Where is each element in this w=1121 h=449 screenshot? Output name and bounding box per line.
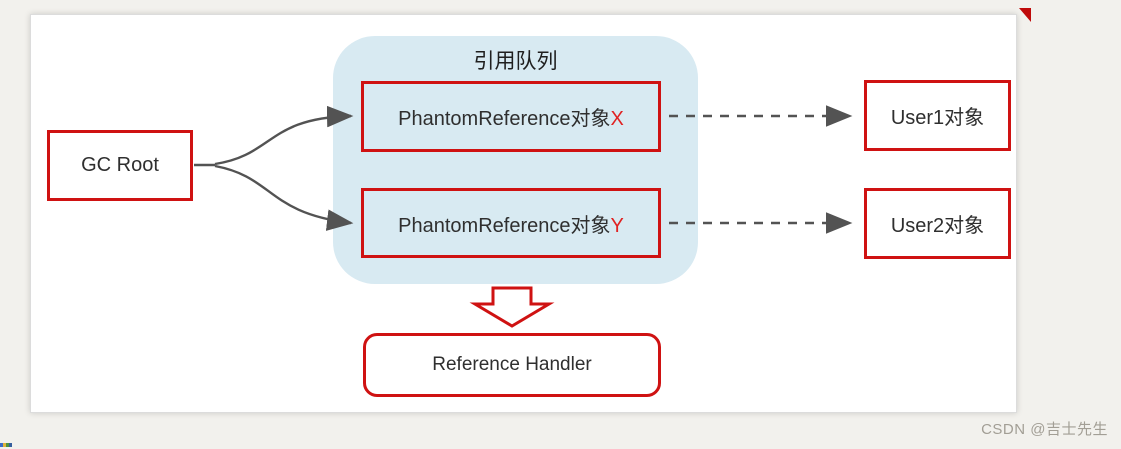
phantom-x-label-suffix: X: [610, 108, 624, 130]
phantom-reference-y-box: PhantomReference对象Y: [361, 188, 661, 258]
reference-queue-container: 引用队列: [333, 36, 698, 284]
user1-object-label: User1对象: [890, 107, 985, 129]
gc-root-box: GC Root: [47, 130, 193, 201]
phantom-y-label-main: PhantomReference对象: [398, 214, 611, 237]
user2-object-box: User2对象: [864, 188, 1011, 259]
reference-handler-label: Reference Handler: [432, 354, 592, 375]
gc-root-arrow-lower: [214, 164, 354, 231]
phantom-reference-x-box: PhantomReference对象X: [361, 81, 661, 152]
down-arrow-icon: [469, 286, 555, 328]
gc-root-label: GC Root: [81, 154, 159, 176]
reference-queue-title: 引用队列: [473, 50, 558, 73]
user1-object-box: User1对象: [864, 80, 1011, 151]
phantom-y-label-suffix: Y: [610, 214, 624, 237]
phantom-x-label-main: PhantomReference对象: [398, 108, 611, 130]
phantom-reference-y-label: PhantomReference对象Y: [398, 209, 624, 238]
user2-object-label: User2对象: [890, 215, 985, 237]
pixel-artifact: [0, 443, 12, 447]
corner-red-mark: [1019, 8, 1031, 22]
gc-root-arrow-upper: [214, 105, 354, 166]
phantom-reference-x-label: PhantomReference对象X: [398, 102, 624, 131]
watermark-text: CSDN @吉士先生: [981, 421, 1108, 438]
diagram-panel: 引用队列 GC Root PhantomReference对象X Phantom…: [30, 14, 1017, 413]
reference-handler-box: Reference Handler: [363, 333, 661, 397]
